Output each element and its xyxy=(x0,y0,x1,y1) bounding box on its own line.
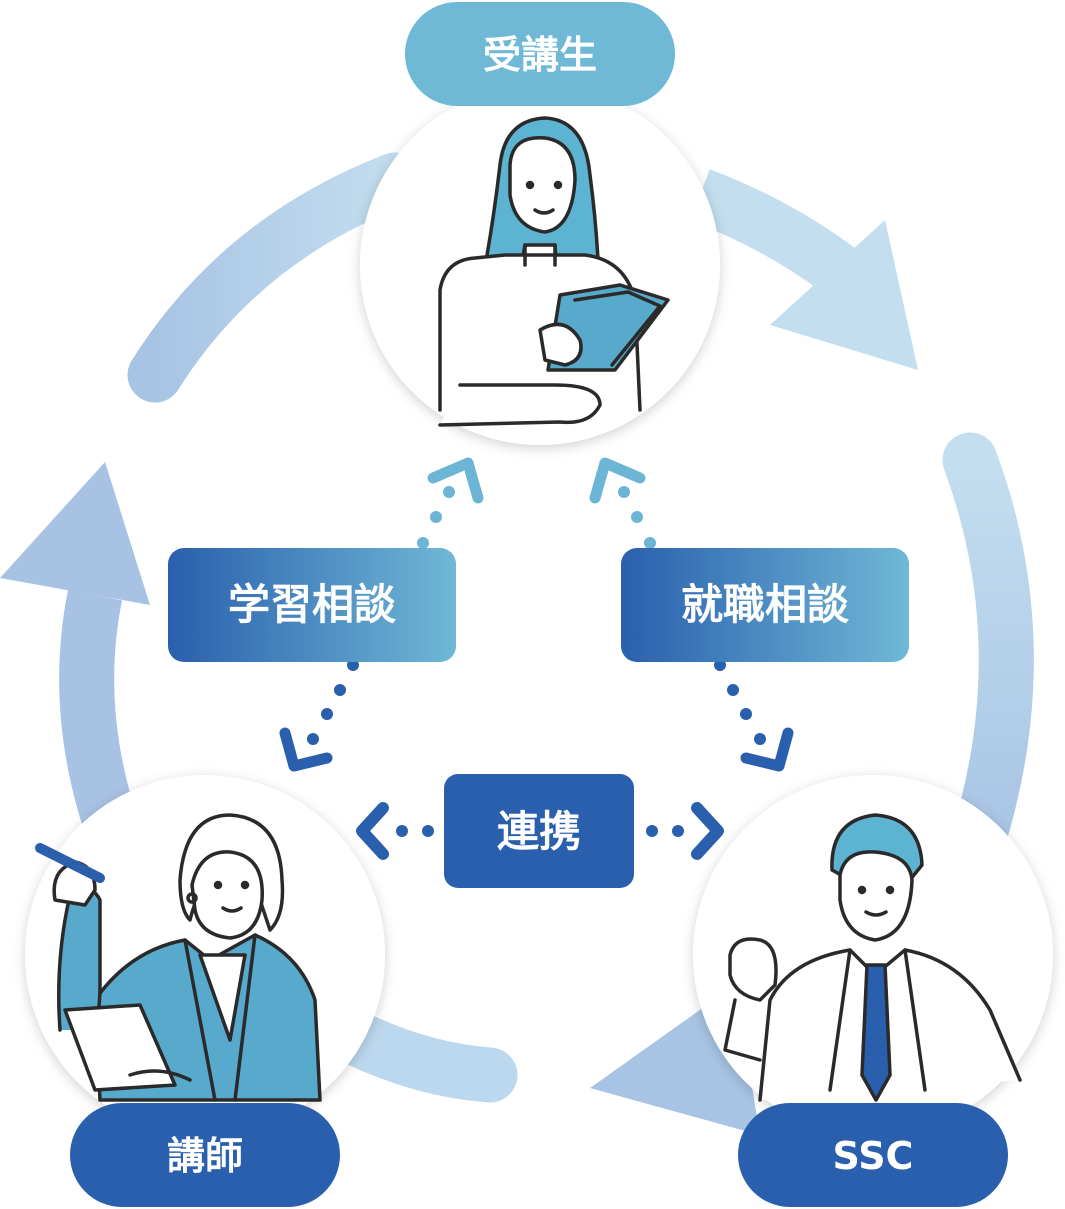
collaboration-box: 連携 xyxy=(444,774,634,888)
student-label: 受講生 xyxy=(483,33,597,77)
dotted-arrow-collaboration-right xyxy=(646,802,724,860)
cycle-arrow-top-right xyxy=(690,169,918,370)
ssc-label-pill: SSC xyxy=(738,1103,1008,1207)
cycle-arrow-left xyxy=(0,462,150,860)
ssc-node xyxy=(693,775,1053,1135)
dotted-arrow-career-to-ssc xyxy=(714,659,794,772)
instructor-label: 講師 xyxy=(167,1134,243,1178)
dotted-arrow-student-to-study xyxy=(417,457,484,549)
student-node xyxy=(360,85,720,445)
man-in-suit-fist-illustration xyxy=(723,813,1022,1102)
instructor-label-pill: 講師 xyxy=(70,1103,340,1207)
cycle-arrow-right xyxy=(942,432,1034,878)
woman-with-folders-illustration xyxy=(438,116,670,427)
instructor-node xyxy=(25,775,385,1135)
study-consultation-box: 学習相談 xyxy=(168,548,456,662)
cycle-arrow-bottom-left xyxy=(322,1007,518,1103)
cycle-arrow-top xyxy=(127,152,423,403)
dotted-arrow-student-to-career xyxy=(589,457,656,549)
study-consultation-label: 学習相談 xyxy=(228,580,396,629)
dotted-arrow-study-to-instructor xyxy=(279,659,359,772)
collaboration-label: 連携 xyxy=(497,807,581,856)
dotted-arrow-collaboration-left xyxy=(356,802,434,860)
ssc-label: SSC xyxy=(833,1134,914,1178)
student-label-pill: 受講生 xyxy=(405,2,675,106)
career-consultation-label: 就職相談 xyxy=(681,580,849,629)
woman-instructor-with-pen-illustration xyxy=(35,813,322,1102)
career-consultation-box: 就職相談 xyxy=(621,548,909,662)
